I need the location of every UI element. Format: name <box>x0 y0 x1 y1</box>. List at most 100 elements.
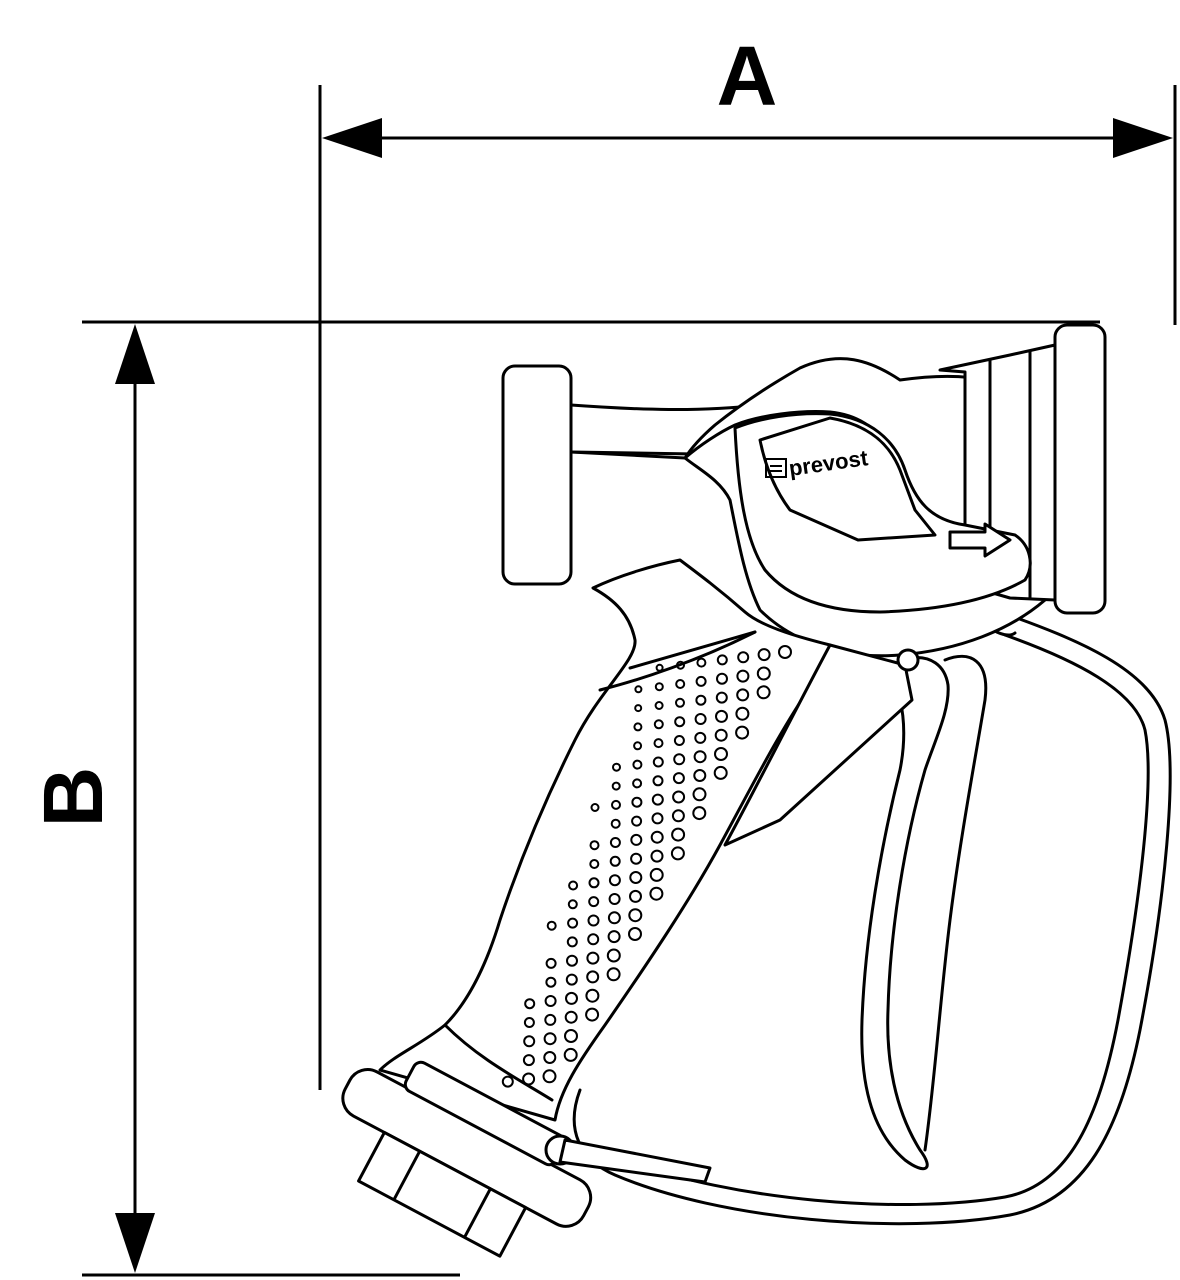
grip-dot <box>501 1075 514 1088</box>
grip-dot <box>566 936 578 948</box>
dimension-label-a: A <box>717 29 778 123</box>
grip-dot <box>542 1069 557 1084</box>
grip-dot <box>630 833 643 846</box>
grip-dot <box>565 973 578 986</box>
grip-back-edge <box>598 630 757 692</box>
grip-dot <box>629 871 643 884</box>
grip-dot <box>544 1013 557 1026</box>
grip-dot <box>737 651 750 664</box>
grip-dot <box>714 747 728 761</box>
front-flange <box>1053 323 1107 615</box>
grip-dot <box>675 679 686 689</box>
flow-direction-arrow-icon <box>948 522 1012 558</box>
grip-dot <box>524 998 536 1010</box>
grip-dot <box>715 691 728 704</box>
grip-dot <box>590 803 600 812</box>
grip-dot <box>606 967 621 982</box>
dimension-b: B <box>26 320 1100 1277</box>
grip-dot <box>563 1047 578 1062</box>
grip-dot <box>564 1010 578 1024</box>
grip-dot <box>611 799 621 810</box>
grip-dot <box>610 818 621 829</box>
grip-dot <box>715 709 728 723</box>
grip-dot <box>736 688 750 702</box>
grip-dot <box>588 877 600 889</box>
grip-upper-edge <box>628 630 757 670</box>
trigger-lever <box>860 655 950 1171</box>
arrow-up-icon <box>115 324 155 384</box>
pistol-grip <box>378 558 832 1122</box>
grip-dot <box>778 645 792 659</box>
grip-dot <box>652 756 664 768</box>
grip-dot <box>586 970 600 984</box>
grip-dot <box>653 719 664 730</box>
hex-edge-1 <box>392 1150 422 1201</box>
grip-dot <box>628 927 642 941</box>
grip-dot <box>714 728 728 742</box>
grip-dot <box>629 889 642 903</box>
grip-dot <box>716 672 728 685</box>
hex-nut <box>357 1130 528 1258</box>
spray-gun: prevost <box>341 323 1172 1258</box>
grip-dot <box>632 778 643 789</box>
grip-dot <box>523 1017 535 1028</box>
grip-dot <box>736 669 750 683</box>
grip-dot <box>694 731 707 744</box>
grip-dot <box>568 880 579 891</box>
grip-dot <box>609 855 621 867</box>
grip-dot <box>713 765 728 780</box>
grip-dot <box>632 759 643 770</box>
hose-fitting <box>341 1060 593 1258</box>
grip-dot <box>545 957 557 969</box>
grip-dot <box>735 706 750 721</box>
grip-dot <box>654 701 664 710</box>
grip-dot <box>672 772 685 785</box>
grip-dot <box>586 951 600 965</box>
grip-dot <box>543 1032 557 1046</box>
grip-dot <box>634 704 643 713</box>
grip-dot <box>692 806 707 821</box>
grip-dot <box>522 1054 535 1067</box>
grip-dot <box>546 920 557 931</box>
grip-dot <box>631 796 643 808</box>
grip-dot <box>651 812 664 825</box>
grip-dot <box>585 988 600 1003</box>
grip-dot <box>523 1035 536 1048</box>
grip-dot <box>608 893 621 905</box>
grip-dot <box>606 948 621 963</box>
grip-dot <box>567 899 578 910</box>
grip-dot <box>671 827 686 842</box>
grip-dot <box>694 713 707 725</box>
grip-dot <box>611 781 621 791</box>
grip-dot <box>650 849 664 863</box>
grip-dot <box>671 809 685 823</box>
grip-dot <box>607 930 621 944</box>
hex-edge-2 <box>463 1188 492 1239</box>
grip-dot <box>675 697 685 708</box>
grip-dot <box>634 685 643 694</box>
rear-flange <box>501 364 573 586</box>
grip-dot <box>609 837 621 848</box>
grip-dot <box>565 991 578 1005</box>
grip-dot <box>607 911 621 925</box>
arrow-down-icon <box>115 1213 155 1273</box>
grip-dot <box>631 815 643 827</box>
grip-dot <box>630 852 643 865</box>
grip-dot <box>651 793 664 806</box>
safety-pin <box>558 1138 712 1184</box>
grip-dot <box>566 954 578 967</box>
grip-dot <box>543 1051 557 1064</box>
grip-dot <box>695 694 707 706</box>
grip-texture <box>501 645 792 1088</box>
grip-dot <box>695 675 707 687</box>
grip-dot <box>588 896 600 908</box>
grip-dot <box>673 735 685 746</box>
trigger-guard <box>572 610 1172 1226</box>
grip-dot <box>696 657 707 668</box>
grip-dot <box>587 914 600 927</box>
grip-dot <box>653 738 664 749</box>
grip-dot <box>650 830 664 844</box>
arrow-right-icon <box>1113 118 1173 158</box>
grip-dot <box>628 908 643 923</box>
